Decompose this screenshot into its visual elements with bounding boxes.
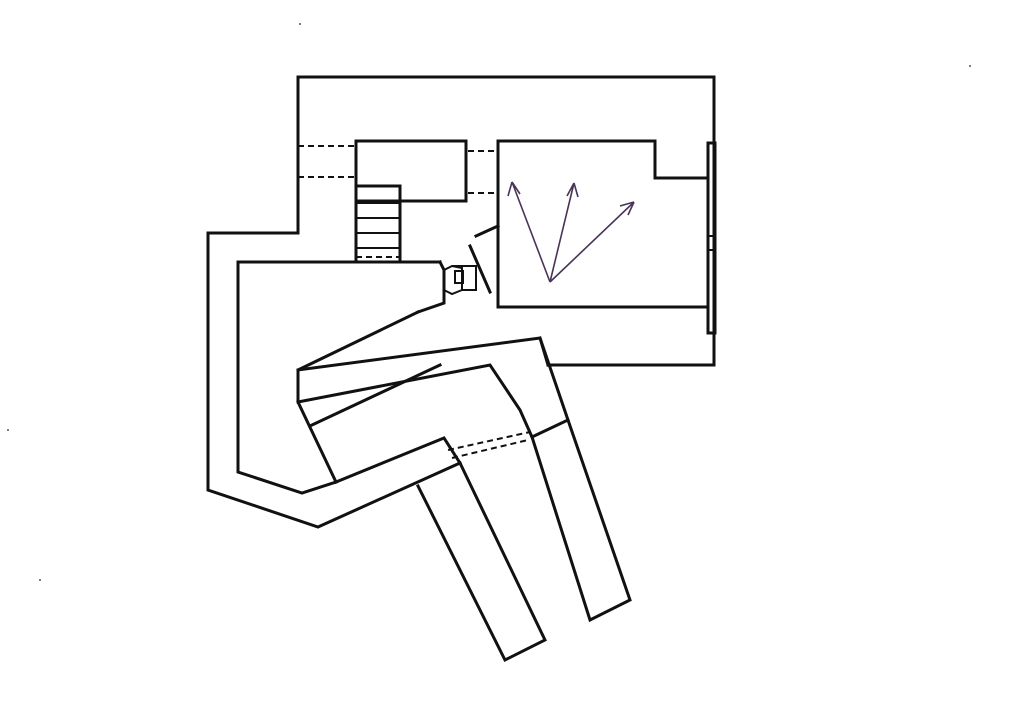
staircase	[354, 184, 402, 264]
firing-chamber	[296, 309, 570, 484]
main-room	[496, 139, 717, 335]
right-arm	[530, 418, 632, 623]
outer-building-outline	[206, 75, 716, 529]
scan-speck	[7, 429, 9, 431]
arrow-2	[549, 182, 579, 283]
window-strip	[706, 141, 717, 335]
scan-speck	[39, 579, 41, 581]
left-arm	[415, 460, 547, 663]
upper-room	[298, 139, 498, 203]
arrow-3	[549, 201, 635, 283]
embrasure-arms	[415, 418, 632, 663]
scan-speck	[969, 65, 971, 67]
sight-arrows	[507, 181, 635, 283]
gun-housing	[416, 224, 500, 314]
east-opening	[468, 150, 498, 194]
scan-speck	[299, 23, 301, 25]
inner-west-wall	[236, 260, 442, 495]
west-opening	[298, 145, 356, 178]
arrow-1	[507, 181, 551, 283]
